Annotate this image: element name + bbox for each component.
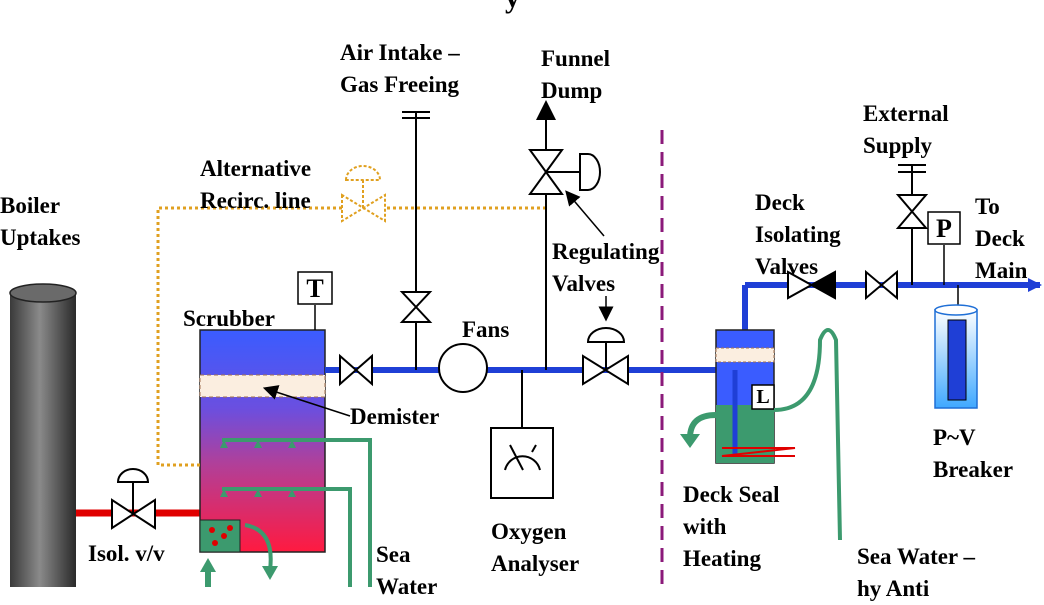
funnel-dump-branch <box>528 100 601 370</box>
recirc-valve <box>341 165 386 223</box>
temperature-letter: T <box>306 274 324 303</box>
sea-water-left-label: Sea Water <box>376 542 438 599</box>
boiler-uptakes-label: Boiler Uptakes <box>0 193 81 250</box>
funnel-dump-label: Funnel Dump <box>541 46 611 103</box>
oxygen-analyser-label: Oxygen Analyser <box>491 519 580 576</box>
boiler-uptake-column <box>9 283 77 587</box>
fans-label: Fans <box>462 317 510 342</box>
alt-recirc-label: Alternative Recirc. line <box>200 156 312 213</box>
deck-isolating-valves <box>787 269 898 301</box>
pv-breaker <box>934 285 978 409</box>
scrubber-outlet-valve <box>339 353 373 387</box>
air-intake-label: Air Intake – Gas Freeing <box>340 40 460 97</box>
main-regulating-valve <box>582 327 629 386</box>
deck-isolating-label: Deck Isolating Valves <box>755 190 841 279</box>
to-deck-main-arrow <box>1028 278 1042 292</box>
level-letter: L <box>756 386 770 408</box>
demister-pointer <box>262 385 351 417</box>
deck-seal-label: Deck Seal with Heating <box>683 482 780 571</box>
demister-label: Demister <box>350 404 440 429</box>
regulating-pointer-1 <box>565 190 605 237</box>
air-intake-branch <box>399 111 433 370</box>
regulating-valves-label: Regulating Valves <box>552 239 660 296</box>
scrubber-vessel <box>199 329 372 587</box>
external-supply-branch <box>895 164 929 285</box>
fan-icon <box>438 343 488 393</box>
isol-vv-label: Isol. v/v <box>88 541 165 566</box>
isolation-valve <box>111 468 156 530</box>
sea-water-right-label: Sea Water – hy Anti <box>857 544 975 601</box>
diagram-canvas <box>9 100 1042 587</box>
title-fragment: y <box>505 0 520 14</box>
scrubber-label: Scrubber <box>183 306 275 331</box>
pressure-instrument <box>927 211 961 285</box>
oxygen-analyser <box>490 370 554 499</box>
deck-seal <box>680 328 842 541</box>
external-supply-label: External Supply <box>863 101 949 158</box>
to-deck-main-label: To Deck Main <box>975 194 1028 283</box>
pv-breaker-label: P~V Breaker <box>933 425 1014 482</box>
pressure-letter: P <box>936 214 952 243</box>
temperature-instrument <box>297 271 333 330</box>
